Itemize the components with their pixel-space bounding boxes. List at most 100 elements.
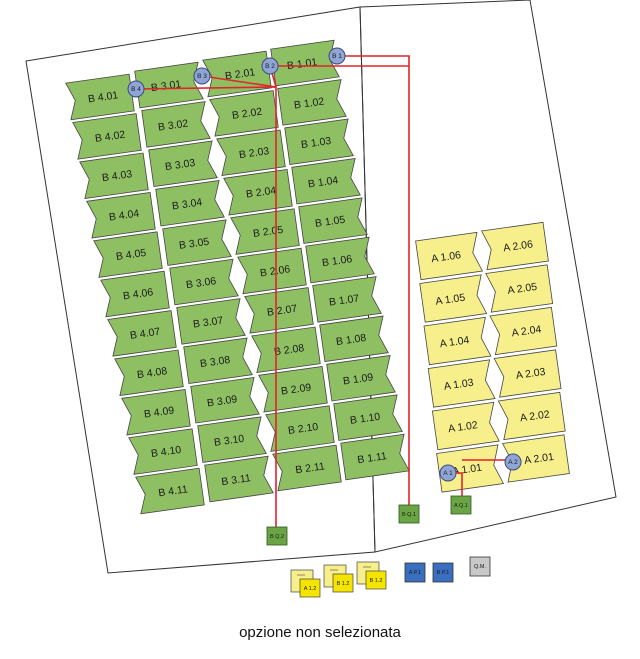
plot[interactable]: B 3.09	[190, 376, 260, 424]
plot[interactable]: B 1.05	[298, 197, 368, 244]
cabinet-icon[interactable]: B 1.2	[323, 564, 354, 593]
plot-wrap: B 3.04	[155, 179, 225, 227]
plot-wrap: B 3.11	[204, 455, 274, 503]
plot[interactable]: B 1.07	[312, 276, 382, 323]
legend-box[interactable]: Q.M.	[469, 556, 491, 577]
plot[interactable]: B 4.03	[79, 152, 149, 200]
plot[interactable]: B 2.10	[265, 405, 335, 452]
plot[interactable]: A 2.06	[480, 221, 549, 271]
node-label: B 2	[265, 63, 275, 70]
plot[interactable]: B 3.06	[169, 258, 239, 306]
plot-shape	[312, 276, 382, 323]
plot[interactable]: A 1.04	[423, 316, 492, 366]
node-label: B 4	[131, 86, 141, 93]
plot[interactable]: A 2.01	[501, 434, 570, 483]
plot[interactable]: B 3.02	[141, 101, 211, 148]
plot-shape	[141, 101, 211, 148]
plot[interactable]: A 1.05	[419, 274, 488, 323]
plot-shape	[244, 287, 314, 334]
plot-shape	[162, 219, 232, 266]
plot[interactable]: B 2.11	[272, 444, 342, 492]
plot[interactable]: B 1.01	[270, 39, 340, 87]
plot[interactable]: A 2.03	[493, 349, 562, 398]
junction-nodes: B 4 B 3 B 2 B 1 A 1 A 2	[127, 47, 522, 482]
plot[interactable]: B 2.08	[251, 326, 321, 374]
plot[interactable]: B 4.02	[72, 113, 142, 160]
plot-shape	[427, 359, 496, 408]
plot[interactable]: B 2.02	[209, 90, 279, 137]
junction-node[interactable]: A 1	[439, 464, 457, 482]
plot[interactable]: B 2.07	[244, 287, 314, 334]
plot[interactable]: B 3.04	[155, 179, 225, 227]
panel-box[interactable]: B Q.1	[398, 504, 420, 524]
plot[interactable]: A 2.05	[485, 264, 554, 313]
plot-shape	[79, 152, 149, 200]
plot[interactable]: A 1.02	[431, 401, 500, 451]
plot[interactable]: B 1.08	[319, 315, 389, 363]
plot[interactable]: B 3.03	[148, 140, 218, 188]
plot[interactable]: B 4.01	[65, 73, 135, 121]
junction-node[interactable]: B 1	[328, 47, 346, 65]
plot[interactable]: B 2.09	[258, 365, 328, 413]
plot[interactable]: B 1.02	[277, 79, 347, 126]
plot[interactable]: B 4.07	[107, 310, 177, 357]
junction-node[interactable]: B 3	[193, 67, 211, 85]
plot-shape	[272, 444, 342, 492]
plot[interactable]: B 2.05	[230, 208, 300, 255]
panel-box[interactable]: B Q.2	[266, 526, 288, 546]
plot-shape	[237, 247, 307, 295]
plot-wrap: A 1.04	[423, 316, 492, 366]
plot-shape	[489, 306, 558, 356]
a-field: A 1.06A 1.05A 1.04A 1.03A 1.02A 1.01A 2.…	[415, 221, 570, 493]
plot[interactable]: B 4.06	[100, 270, 170, 318]
plot[interactable]: B 1.06	[305, 236, 375, 284]
panel-box[interactable]: A Q.1	[450, 495, 472, 515]
plot[interactable]: B 3.01	[134, 61, 204, 109]
legend-box[interactable]: A P.1	[404, 562, 426, 583]
plot[interactable]: B 3.11	[204, 455, 274, 503]
plot-wrap: B 1.04	[291, 157, 361, 205]
plot[interactable]: B 4.09	[121, 388, 191, 436]
plot[interactable]: B 3.10	[197, 416, 267, 463]
plot-label: B 1.02	[293, 96, 325, 112]
plot[interactable]: B 3.05	[162, 219, 232, 266]
plot[interactable]: B 2.06	[237, 247, 307, 295]
junction-node[interactable]: B 4	[127, 80, 145, 98]
cabinet-icon[interactable]: B 1.2	[356, 561, 387, 590]
plot-label: A 2.03	[515, 366, 546, 382]
plot[interactable]: B 4.11	[135, 467, 205, 515]
plot[interactable]: B 2.03	[216, 129, 286, 177]
plot-label: B 2.07	[266, 303, 298, 319]
plot[interactable]: B 4.05	[93, 231, 163, 278]
plot[interactable]: B 2.04	[223, 168, 293, 216]
cabinet-icon[interactable]: A 1.2	[290, 569, 321, 598]
plot[interactable]: B 1.03	[284, 118, 354, 166]
plot[interactable]: B 2.01	[202, 50, 272, 98]
node-label: B 3	[197, 73, 207, 80]
plot[interactable]: B 4.08	[114, 349, 184, 397]
plot-label: B 4.06	[122, 286, 154, 302]
plot-label: B 4.05	[115, 247, 147, 263]
plot[interactable]: B 1.04	[291, 157, 361, 205]
junction-node[interactable]: A 2	[504, 453, 522, 471]
plot[interactable]: B 1.11	[340, 433, 410, 481]
plot[interactable]: B 3.08	[183, 337, 253, 385]
plot[interactable]: B 3.07	[176, 298, 246, 345]
plot[interactable]: B 1.09	[326, 354, 396, 402]
plot[interactable]: B 4.10	[128, 428, 198, 475]
plot-label: B 3.11	[221, 472, 252, 488]
plot-label: B 3.10	[213, 433, 245, 449]
legend-box[interactable]: B P.1	[432, 562, 454, 583]
plot-label: B 4.01	[87, 89, 119, 105]
plot[interactable]: A 1.06	[415, 231, 484, 281]
junction-node[interactable]: B 2	[261, 57, 279, 75]
plot[interactable]: A 2.02	[497, 391, 566, 441]
plot-wrap: B 1.08	[319, 315, 389, 363]
plot[interactable]: A 1.03	[427, 359, 496, 408]
plot[interactable]: A 2.04	[489, 306, 558, 356]
plot[interactable]: B 4.04	[86, 191, 156, 239]
plot[interactable]: B 1.10	[333, 394, 403, 441]
plot-shape	[72, 113, 142, 160]
